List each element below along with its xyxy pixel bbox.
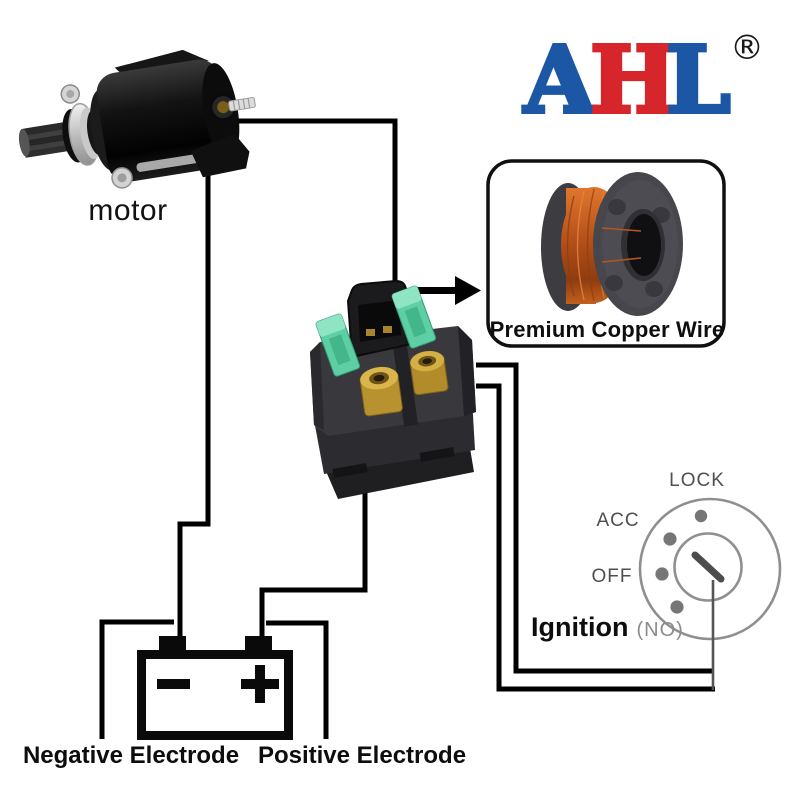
ignition-position-acc: ACC bbox=[596, 510, 640, 531]
positive-label-leader bbox=[266, 620, 329, 739]
motor-illustration bbox=[18, 49, 256, 189]
relay-illustration bbox=[310, 279, 476, 499]
wires bbox=[99, 118, 715, 739]
ignition-label: Ignition bbox=[531, 612, 629, 642]
battery-negative-terminal bbox=[159, 636, 186, 652]
relay-terminal-right bbox=[409, 350, 449, 396]
relay-fuse-left bbox=[315, 313, 361, 377]
battery-illustration bbox=[137, 636, 293, 740]
ignition-state: (NO) bbox=[636, 619, 684, 641]
motor-terminal bbox=[210, 94, 256, 121]
brand-letter: L bbox=[666, 26, 731, 134]
motor-bolt-bottom bbox=[111, 167, 133, 189]
battery-minus-symbol bbox=[157, 679, 190, 689]
battery-positive-terminal bbox=[245, 636, 272, 652]
wire-motor-to-relay bbox=[232, 118, 398, 284]
copper-wire-label: Premium Copper Wire bbox=[489, 317, 725, 342]
wire-motor-to-battery-negative bbox=[177, 172, 211, 641]
relay-terminal-left bbox=[359, 366, 403, 417]
wire-relay-to-ignition-upper bbox=[476, 362, 713, 674]
arrow-right-icon bbox=[411, 276, 481, 305]
negative-electrode-label: Negative Electrode bbox=[22, 742, 240, 769]
ignition-switch-illustration bbox=[638, 497, 782, 690]
copper-wire-spool-illustration bbox=[541, 172, 683, 316]
wire-relay-to-battery-positive bbox=[259, 486, 368, 641]
relay-fuse-right bbox=[391, 285, 437, 349]
motor-bolt-top bbox=[60, 84, 81, 104]
ignition-position-off: OFF bbox=[591, 566, 633, 587]
wire-relay-to-ignition-lower bbox=[476, 383, 715, 692]
positive-electrode-label: Positive Electrode bbox=[257, 742, 467, 769]
motor-bracket bbox=[190, 133, 250, 178]
brand-letter: A bbox=[523, 26, 597, 134]
copper-wire-box bbox=[486, 159, 726, 348]
brand-letter: H bbox=[590, 26, 677, 134]
ignition-label-row: Ignition (NO) bbox=[531, 612, 684, 643]
motor-label: motor bbox=[88, 194, 168, 227]
ignition-position-lock: LOCK bbox=[669, 470, 725, 491]
brand-logo: A H L bbox=[521, 24, 733, 136]
ignition-key-slot bbox=[691, 551, 725, 583]
registered-mark: ® bbox=[730, 28, 764, 68]
battery-plus-symbol bbox=[241, 665, 279, 703]
negative-label-leader bbox=[99, 619, 174, 739]
motor-shaft bbox=[18, 120, 78, 158]
